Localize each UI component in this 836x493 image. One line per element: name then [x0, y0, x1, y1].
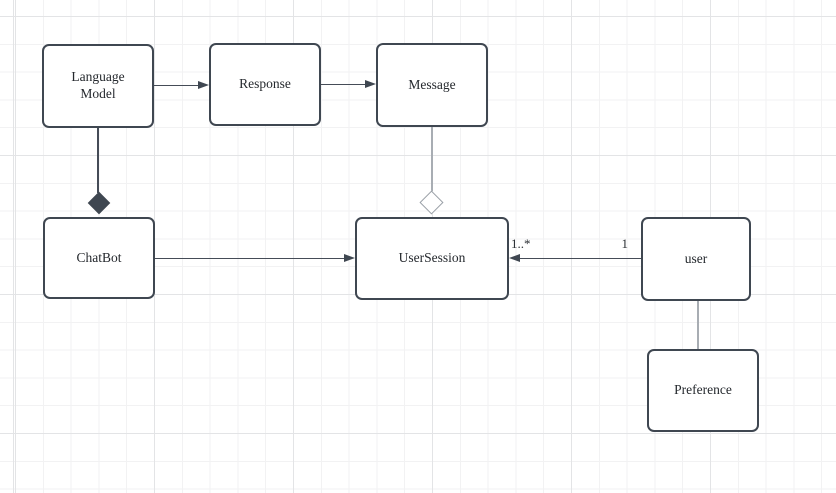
node-chatbot[interactable]: ChatBot — [43, 217, 155, 299]
edge-line — [154, 84, 199, 87]
node-language-model[interactable]: Language Model — [42, 44, 154, 128]
multiplicity-label-source: 1 — [621, 236, 629, 251]
node-response[interactable]: Response — [209, 43, 321, 126]
arrowhead-icon — [198, 81, 209, 89]
node-message[interactable]: Message — [376, 43, 488, 127]
node-label: Language Model — [71, 69, 125, 101]
node-label: Message — [408, 76, 456, 92]
node-user[interactable]: user — [641, 217, 751, 301]
arrowhead-icon — [509, 254, 520, 262]
edge-line — [431, 127, 434, 191]
edge-line — [155, 257, 344, 260]
arrowhead-icon — [344, 254, 355, 262]
multiplicity-label-target: 1..* — [511, 236, 531, 251]
composition-diamond-icon — [87, 191, 110, 215]
node-label: UserSession — [398, 250, 466, 266]
node-label: Preference — [674, 382, 732, 398]
node-label: user — [684, 250, 708, 266]
node-preference[interactable]: Preference — [647, 349, 759, 432]
edge-line — [520, 257, 641, 260]
edge-line — [696, 301, 699, 349]
aggregation-diamond-icon — [419, 190, 444, 215]
node-usersession[interactable]: UserSession — [355, 217, 509, 300]
node-label: ChatBot — [76, 249, 122, 265]
arrowhead-icon — [365, 80, 376, 88]
node-label: Response — [239, 76, 291, 92]
edge-line — [321, 83, 365, 86]
edge-line — [97, 128, 99, 193]
